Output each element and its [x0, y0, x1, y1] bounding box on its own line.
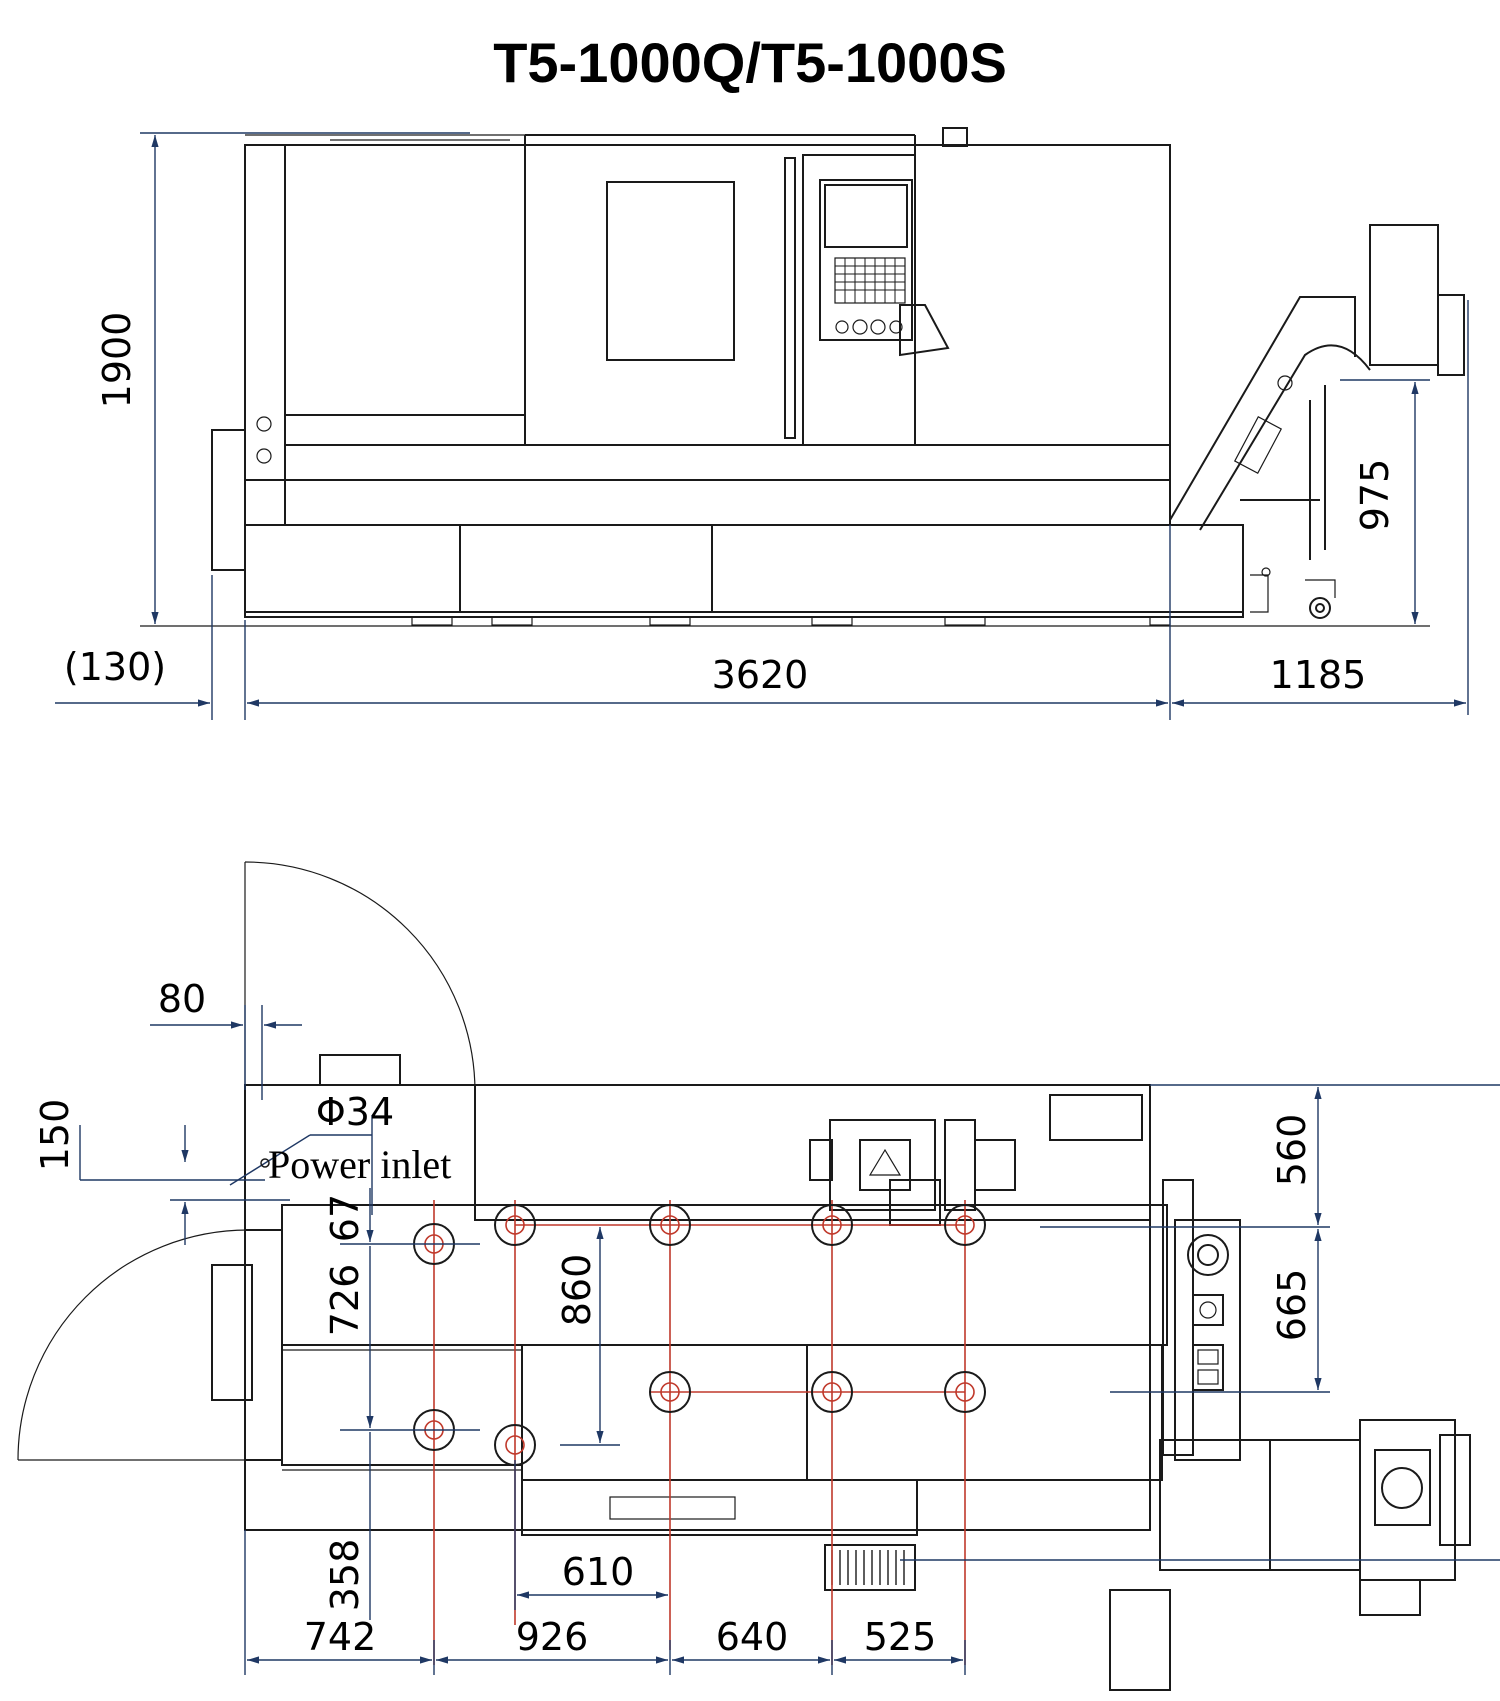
side-controls	[1162, 1179, 1241, 1461]
dim-860: 860	[555, 1254, 599, 1327]
dim-80: 80	[158, 977, 206, 1021]
motor-assembly	[809, 1119, 1016, 1226]
anchor-hole	[649, 1371, 691, 1413]
plan-dimensions	[79, 1005, 1500, 1675]
door-swing-arc-top	[244, 861, 476, 1093]
dim-726: 726	[323, 1264, 367, 1337]
door-window	[606, 181, 735, 361]
dim-phi34: Φ34	[316, 1090, 394, 1134]
plan-view: 80 150 Φ34 Power inlet 67 726 860 560 66…	[17, 861, 1500, 1691]
control-panel	[802, 154, 950, 446]
dim-length-3620: 3620	[712, 653, 809, 697]
dim-926: 926	[516, 1615, 589, 1659]
top-box	[942, 127, 968, 147]
elevation-view: 1900 975 (130) 3620 1185	[55, 127, 1469, 720]
dim-67: 67	[323, 1194, 367, 1242]
dim-offset-130: (130)	[64, 645, 166, 689]
coolant-pump	[824, 1544, 916, 1591]
anchor-hole	[649, 1204, 691, 1246]
elevation-dimensions	[55, 132, 1469, 720]
dim-height-975: 975	[1353, 459, 1397, 532]
dim-525: 525	[864, 1615, 937, 1659]
anchor-hole	[811, 1204, 853, 1246]
plan-conveyor	[1159, 1419, 1471, 1616]
dim-610: 610	[562, 1550, 635, 1594]
anchor-holes	[413, 1200, 986, 1665]
power-inlet-label: Power inlet	[268, 1142, 451, 1187]
dim-150: 150	[33, 1099, 77, 1172]
door-handle	[784, 157, 796, 439]
anchor-hole	[944, 1204, 986, 1246]
machine-body	[211, 134, 1244, 626]
plan-machine-body	[211, 1054, 1171, 1691]
dim-358: 358	[323, 1539, 367, 1612]
anchor-hole	[944, 1371, 986, 1413]
anchor-hole	[811, 1371, 853, 1413]
chip-conveyor	[1169, 224, 1465, 619]
dim-742: 742	[304, 1615, 377, 1659]
dim-height-1900: 1900	[95, 312, 139, 409]
dim-560: 560	[1270, 1114, 1314, 1187]
dim-length-1185: 1185	[1270, 653, 1367, 697]
dim-640: 640	[716, 1615, 789, 1659]
door-swing-arc-left	[17, 1229, 249, 1461]
drawing-title: T5-1000Q/T5-1000S	[493, 31, 1007, 94]
dim-665: 665	[1270, 1269, 1314, 1342]
anchor-hole	[494, 1204, 536, 1246]
